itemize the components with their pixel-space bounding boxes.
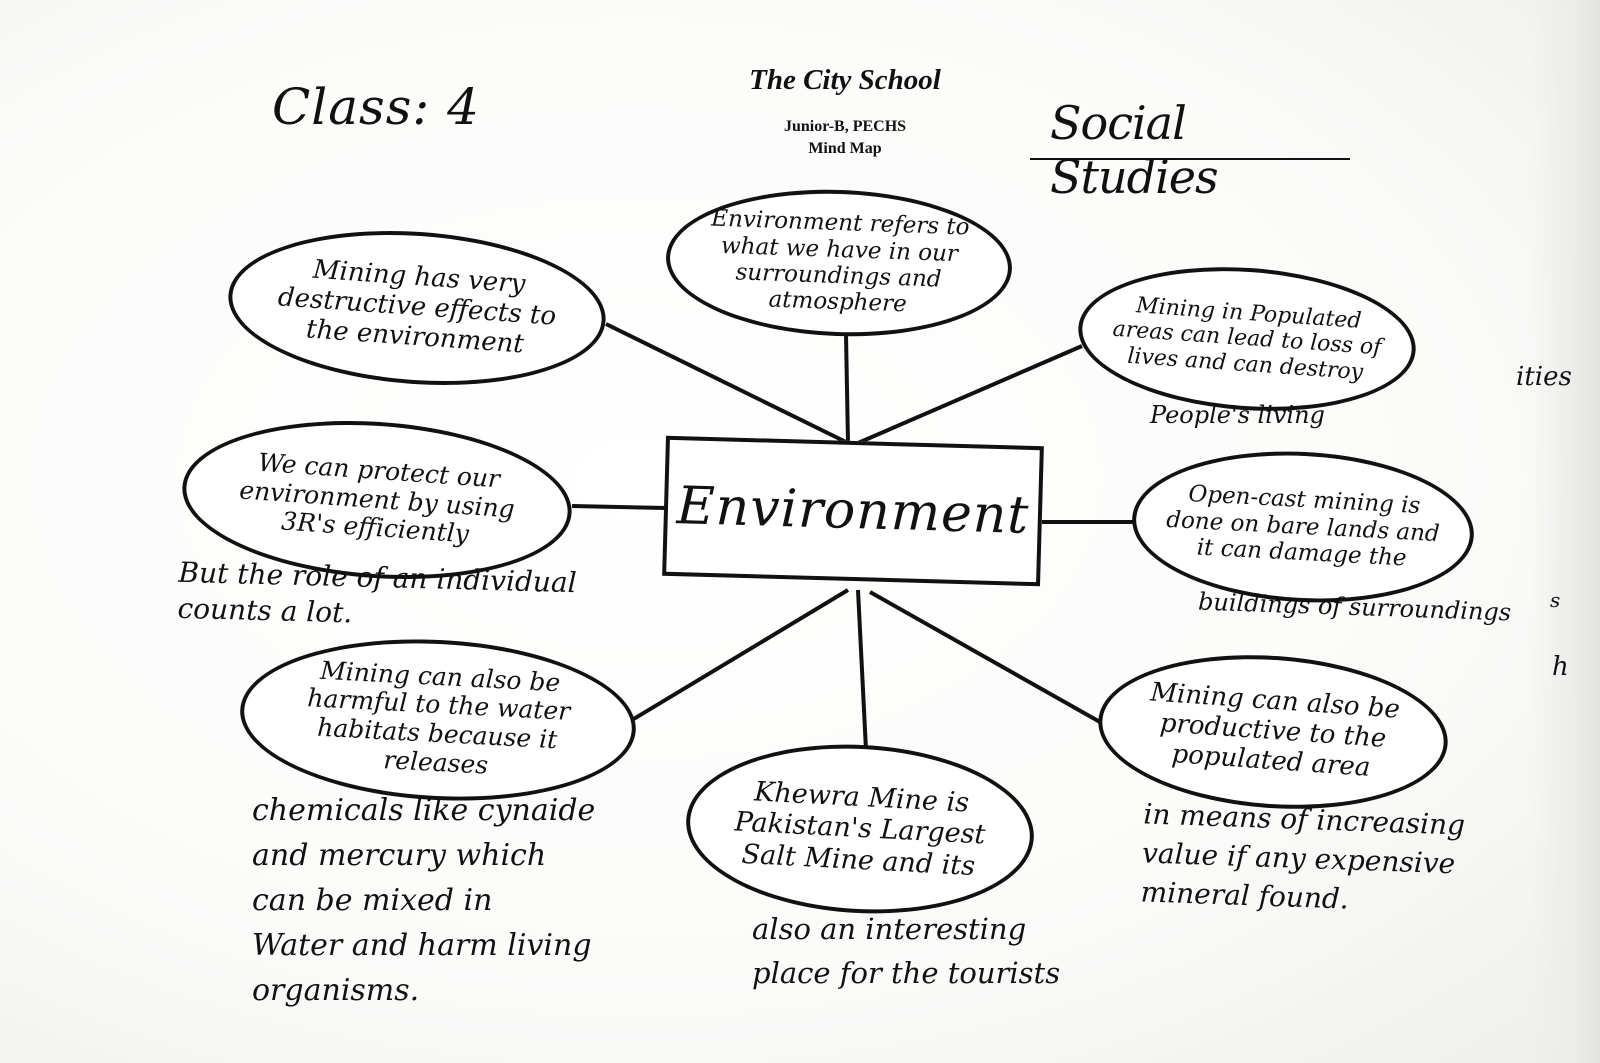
node-water-habitats-text: Mining can also be harmful to the water … xyxy=(306,655,571,780)
node-productive-mining-text: Mining can also be productive to the pop… xyxy=(1149,677,1401,783)
node-khewra-mine-text: Khewra Mine is Pakistan's Largest Salt M… xyxy=(733,776,987,882)
subject-underline xyxy=(1030,158,1350,160)
node-open-cast-mining-text: Open-cast mining is done on bare lands a… xyxy=(1165,481,1441,572)
connector-left xyxy=(571,504,667,510)
note-peoples-living: People's living xyxy=(1150,401,1325,429)
edge-fragment-h: h xyxy=(1552,652,1569,682)
school-subtitle: Junior-B, PECHS Mind Map xyxy=(730,116,960,160)
connector-bottom xyxy=(856,589,868,751)
connector-top-right xyxy=(857,344,1083,445)
note-role-of-individual: But the role of an individual counts a l… xyxy=(177,555,578,630)
node-destructive-effects-text: Mining has very destructive effects to t… xyxy=(277,254,558,360)
node-protect-environment-text: We can protect our environment by using … xyxy=(238,447,516,549)
branch-label: Junior-B, PECHS xyxy=(783,118,907,135)
connector-bottom-left xyxy=(630,588,850,722)
note-tourist-place: also an interesting place for the touris… xyxy=(752,912,1061,990)
class-label: Class: 4 xyxy=(272,78,480,136)
connector-bottom-right xyxy=(869,590,1101,724)
school-name: The City School xyxy=(749,64,941,96)
node-populated-areas-text: Mining in Populated areas can lead to lo… xyxy=(1111,293,1383,385)
note-chemicals: chemicals like cynaide and mercury which… xyxy=(252,793,596,1008)
central-topic-label: Environment xyxy=(675,476,1031,546)
central-topic-box: Environment xyxy=(662,435,1044,587)
edge-fragment-s: s xyxy=(1550,588,1561,612)
connector-top-left xyxy=(605,322,849,445)
node-definition-text: Environment refers to what we have in ou… xyxy=(710,205,970,318)
connector-top xyxy=(844,334,850,444)
note-increasing-value: in means of increasing value if any expe… xyxy=(1140,797,1466,916)
subject-title: Social Studies xyxy=(1050,96,1219,204)
edge-fragment-ities: ities xyxy=(1516,362,1572,392)
paper-edge xyxy=(1530,0,1600,1063)
document-type: Mind Map xyxy=(808,140,882,157)
